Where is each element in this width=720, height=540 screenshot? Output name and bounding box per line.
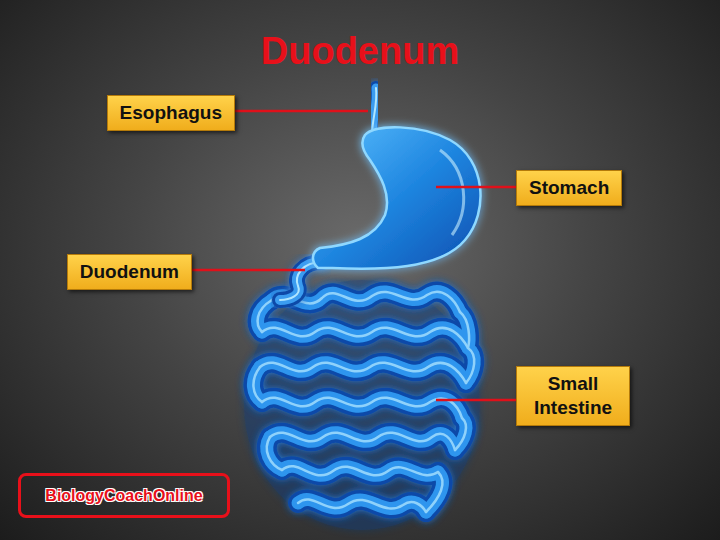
esophagus-label: Esophagus: [107, 95, 235, 131]
leader-line: [235, 110, 368, 113]
intestine-glow: [244, 280, 480, 530]
leader-line: [192, 269, 305, 272]
stomach-shape: [313, 127, 481, 268]
duodenum-tube: [280, 262, 322, 300]
small-intestine-label: Small Intestine: [516, 366, 630, 426]
leader-line: [436, 186, 516, 189]
diagram-title: Duodenum: [0, 30, 720, 73]
label-text: BiologyCoachOnline: [45, 487, 202, 505]
label-text: Duodenum: [80, 260, 179, 284]
leader-line: [436, 399, 516, 402]
watermark-box: BiologyCoachOnline: [18, 473, 230, 518]
label-text: Small Intestine: [529, 372, 617, 420]
small-intestine-coils: [253, 292, 474, 512]
stomach-label: Stomach: [516, 170, 622, 206]
duodenum-label: Duodenum: [67, 254, 192, 290]
label-text: Esophagus: [120, 101, 222, 125]
stomach-highlight: [440, 150, 464, 235]
label-text: Stomach: [529, 176, 609, 200]
